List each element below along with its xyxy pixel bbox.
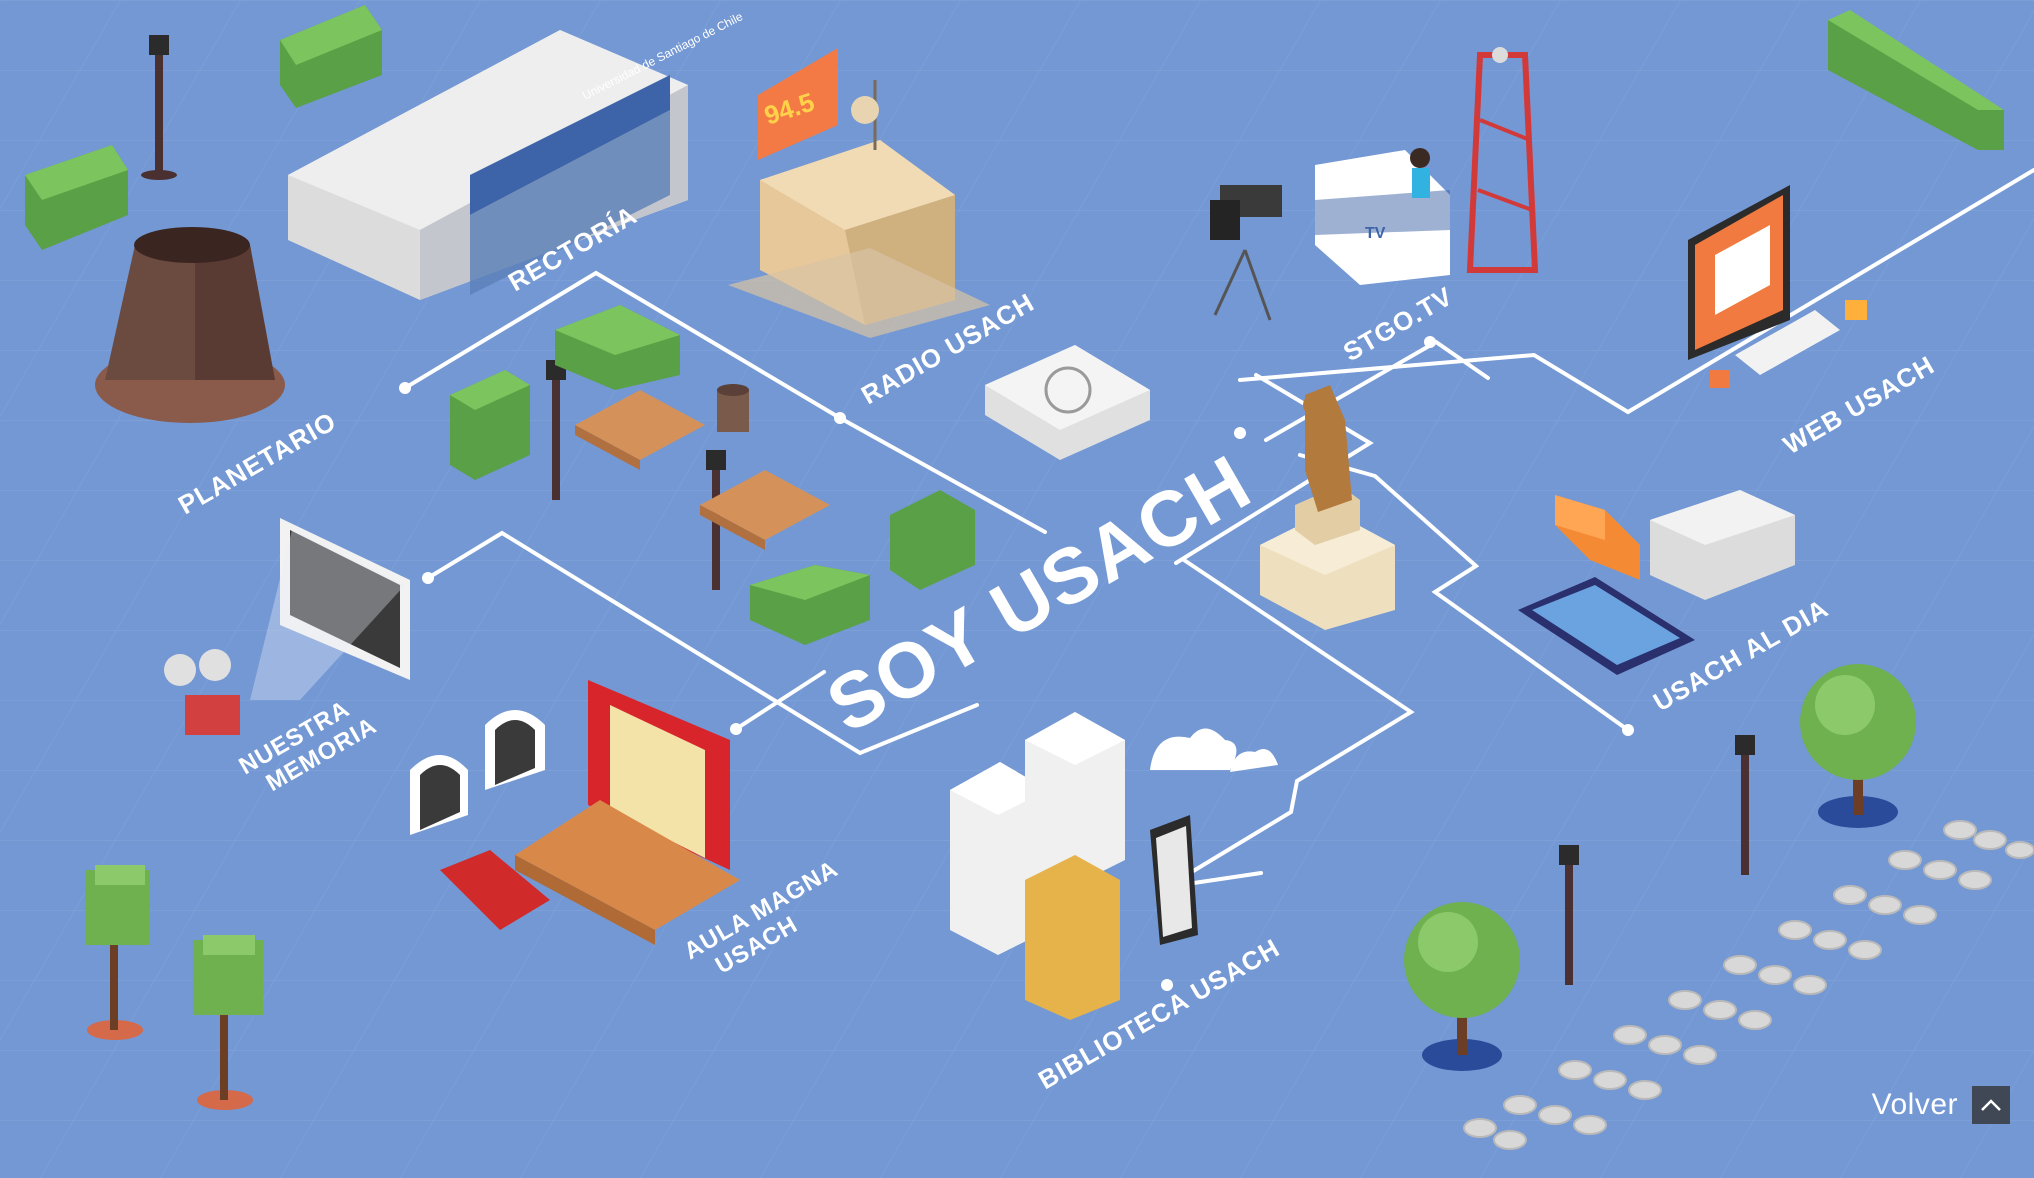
chevron-up-icon[interactable] bbox=[1972, 1086, 2010, 1124]
trash-can bbox=[717, 384, 749, 432]
tree-left-1 bbox=[85, 865, 150, 1040]
lamp-post-3 bbox=[706, 450, 726, 590]
tree-left-2 bbox=[193, 935, 263, 1110]
aula-magna-scene[interactable] bbox=[410, 680, 740, 945]
connector-dots bbox=[399, 336, 1634, 991]
lamp-post-1 bbox=[141, 35, 177, 180]
radio-building[interactable]: 94.5 bbox=[728, 48, 990, 338]
stgo-tv-scene[interactable]: TV bbox=[1210, 47, 1539, 321]
biblioteca-scene[interactable] bbox=[950, 712, 1278, 1020]
web-usach-scene[interactable] bbox=[1688, 185, 1867, 388]
picnic-bench-1 bbox=[575, 390, 705, 470]
volver-label[interactable]: Volver bbox=[1871, 1088, 1958, 1121]
hedge-top-left bbox=[280, 5, 382, 108]
tree-right-2 bbox=[1404, 902, 1520, 1071]
lamp-post-5 bbox=[1559, 845, 1579, 985]
picnic-bench-2 bbox=[700, 470, 830, 550]
statue-monument[interactable] bbox=[1260, 385, 1395, 630]
tree-right-1 bbox=[1800, 664, 1916, 828]
hedge-top-right bbox=[1828, 10, 2004, 150]
park-hedges bbox=[450, 305, 975, 645]
volver-button[interactable]: Volver bbox=[1872, 1086, 2010, 1124]
usach-al-dia-scene[interactable] bbox=[1518, 490, 1795, 675]
planetario-building[interactable] bbox=[95, 227, 285, 423]
radio-sign bbox=[758, 48, 838, 160]
tv-desk-label: TV bbox=[1365, 225, 1386, 242]
rectoria-building[interactable]: Universidad de Santiago de Chile bbox=[288, 9, 745, 300]
hedge-left bbox=[25, 145, 128, 250]
connector-lines bbox=[403, 168, 2034, 889]
nuestra-memoria-scene[interactable] bbox=[164, 518, 410, 735]
usach-seal[interactable] bbox=[985, 345, 1150, 460]
stepping-stones bbox=[1463, 820, 2034, 1150]
lamp-post-4 bbox=[1735, 735, 1755, 875]
